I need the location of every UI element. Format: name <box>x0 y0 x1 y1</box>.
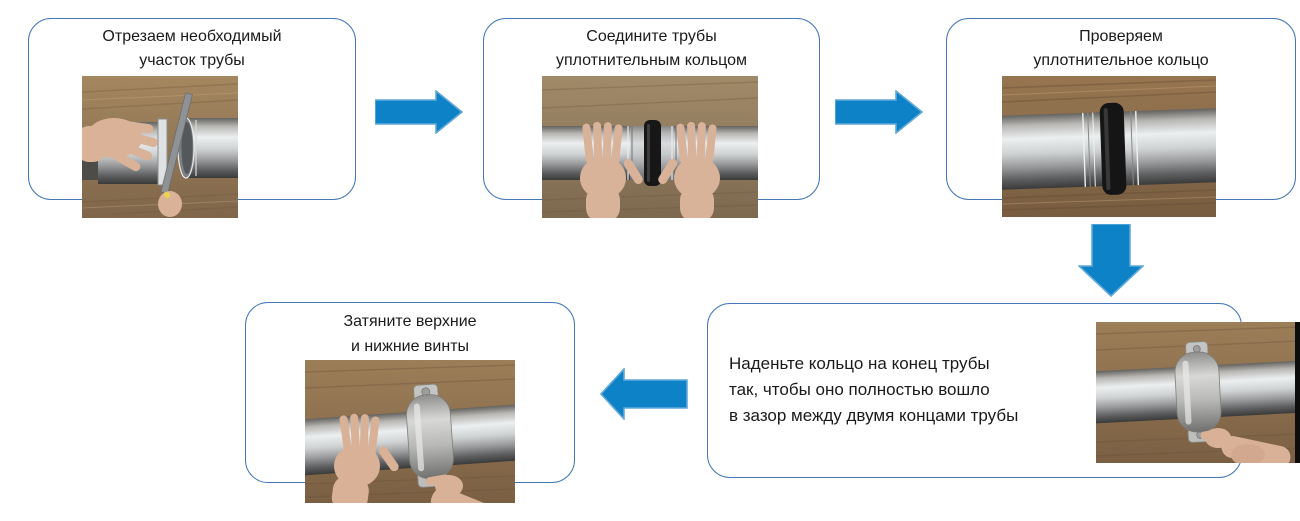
step3-photo <box>1002 76 1216 217</box>
step4-label: Наденьте кольцо на конец трубы так, чтоб… <box>729 354 1019 425</box>
step3-label: Проверяем уплотнительное кольцо <box>1033 28 1209 69</box>
arrow-right-icon <box>375 90 463 134</box>
step2-photo <box>542 76 758 218</box>
step5-label: Затяните верхние и нижние винты <box>343 313 477 355</box>
arrow-down-icon <box>1078 224 1144 297</box>
step4-photo <box>1096 322 1300 463</box>
step5-photo <box>305 360 515 503</box>
step1-label: Отрезаем необходимый участок трубы <box>102 28 282 69</box>
arrow-right-icon <box>835 90 923 134</box>
arrow-left-icon <box>600 368 688 420</box>
step1-photo <box>82 76 238 218</box>
step2-label: Соедините трубы уплотнительным кольцом <box>555 28 748 69</box>
